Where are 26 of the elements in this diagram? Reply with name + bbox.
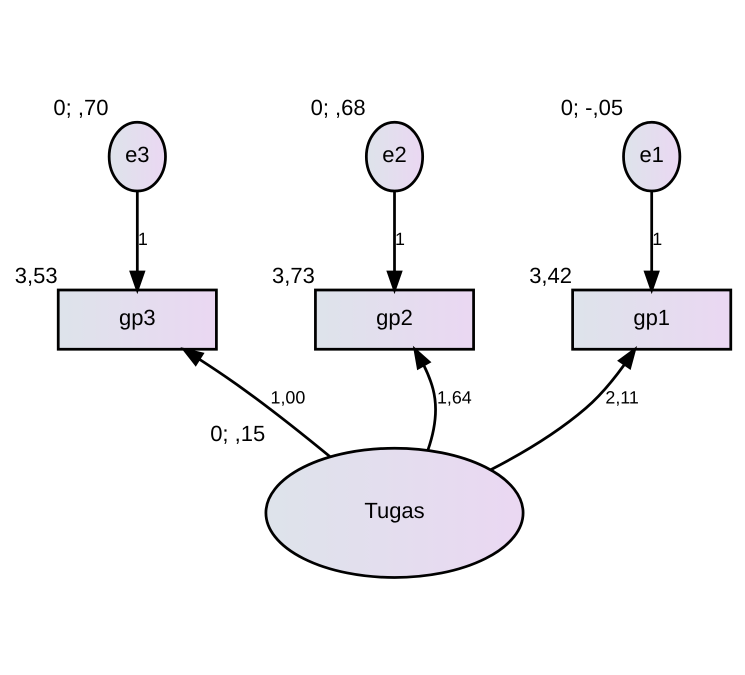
node-label: 0; ,15 [210, 421, 266, 446]
arrow [490, 346, 638, 472]
arrow [129, 191, 146, 294]
node-box: gp2 [314, 288, 475, 351]
arrow [180, 347, 332, 458]
node-ellipse: Tugas [264, 446, 524, 579]
node-ellipse: e2 [364, 120, 424, 192]
node-label: 0; ,70 [53, 95, 108, 120]
node-label: 0; -,05 [560, 95, 624, 120]
node-label: 3,73 [272, 262, 315, 288]
arrow [644, 191, 660, 294]
edge-label: 1,64 [436, 387, 472, 408]
edge-label: 2,11 [605, 387, 639, 408]
node-ellipse: e3 [108, 120, 167, 192]
node-ellipse: e1 [622, 120, 682, 192]
arrow [386, 191, 403, 294]
edge-label: 1,00 [270, 387, 306, 408]
node-label: 3,42 [529, 262, 572, 288]
edge-label: 1 [395, 229, 405, 250]
node-label: 0; ,68 [310, 95, 366, 120]
node-box: gp3 [56, 288, 218, 351]
node-label: 3,53 [14, 262, 58, 288]
edge-label: 1 [652, 229, 662, 250]
node-box: gp1 [571, 288, 732, 351]
arrow [412, 346, 437, 451]
edge-label: 1 [138, 229, 148, 250]
